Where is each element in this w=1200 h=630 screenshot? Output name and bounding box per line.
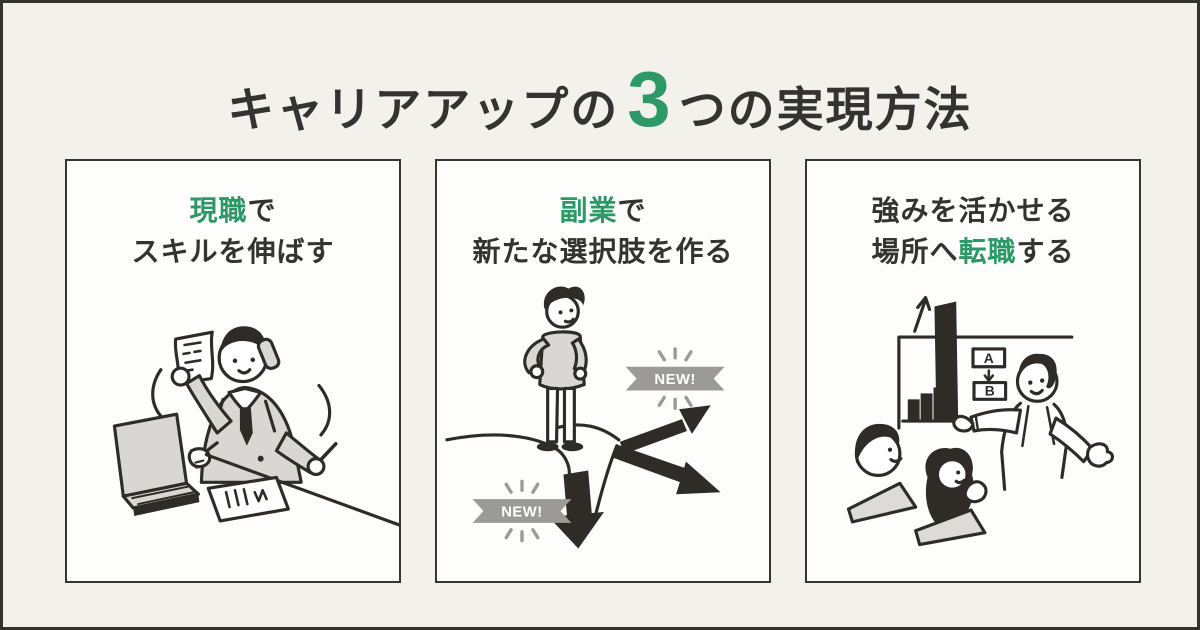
card-current-job: 現職で スキルを伸ばす [65, 159, 401, 583]
raised-hand [963, 480, 988, 504]
choice-arrows [548, 405, 721, 549]
motion-lines [151, 368, 332, 437]
cards-row: 現職で スキルを伸ばす [65, 159, 1141, 583]
right-leg [562, 386, 576, 444]
arrow-upper-right [619, 419, 687, 454]
shoe [536, 442, 559, 452]
title-rest: で [617, 195, 647, 226]
pointing-arm [969, 408, 1023, 435]
title-prefix: キャリアアップの [227, 83, 620, 137]
desk-edge [204, 453, 399, 527]
card-title-line1: 強みを活かせる [871, 195, 1075, 226]
down-arrow-icon [983, 369, 995, 382]
new-badge-label: NEW! [501, 504, 542, 520]
hand-with-pen [274, 431, 338, 477]
tall-bar [934, 301, 959, 422]
hair [543, 286, 585, 310]
typing-hand [187, 441, 219, 469]
box-b-label: B [985, 382, 995, 398]
presentation-illustration: A B [807, 277, 1139, 579]
paper-on-desk-icon [206, 475, 290, 523]
card-title-line2: 場所へ転職する [871, 236, 1074, 267]
new-badge: NEW! [625, 347, 725, 410]
hair [220, 326, 266, 354]
title-number-highlight: 3 [627, 55, 671, 144]
presenter-person [952, 353, 1115, 491]
arm-down [570, 337, 588, 373]
phone-receiver-icon [256, 337, 281, 371]
card-side-business: 副業で 新たな選択肢を作る [435, 159, 771, 583]
worker-head [217, 326, 269, 384]
page-title: キャリアアップの 3 つの実現方法 [3, 55, 1197, 144]
card-job-change: 強みを活かせる 場所へ転職する [805, 159, 1141, 583]
arrow-lower-right [612, 444, 692, 485]
card-current-job-title: 現職で スキルを伸ばす [73, 191, 393, 272]
card-title-line2: 新たな選択肢を作る [472, 235, 734, 267]
shoe [561, 442, 584, 452]
highlight-job-change: 転職 [958, 235, 1017, 267]
suit-torso [199, 385, 303, 484]
card-title-line1: 現職で [189, 195, 276, 226]
new-badge: NEW! [472, 479, 572, 543]
title-prefix-part: 場所へ [871, 235, 959, 267]
raised-arm [184, 374, 233, 435]
raised-fist [170, 366, 191, 387]
box-a-label: A [984, 350, 994, 366]
open-hand [1085, 442, 1115, 468]
shoulders [914, 508, 987, 547]
up-arrow-icon [913, 297, 928, 333]
a-to-b-diagram: A B [971, 347, 1008, 401]
pointing-hand [952, 414, 975, 433]
pen-icon [319, 442, 338, 462]
busy-worker-illustration [67, 277, 399, 579]
title-suffix-part: する [1016, 235, 1075, 267]
new-badge-label: NEW! [654, 372, 695, 388]
thinking-person [523, 286, 588, 452]
highlight-side-business: 副業 [559, 195, 618, 226]
card-side-business-title: 副業で 新たな選択肢を作る [443, 191, 763, 272]
necktie-icon [239, 407, 253, 446]
open-arm [1048, 416, 1095, 464]
highlight-current-job: 現職 [189, 195, 248, 226]
hair [1018, 353, 1057, 389]
card-title-line1: 副業で [559, 195, 646, 226]
laptop-icon [112, 412, 200, 516]
left-leg [546, 386, 560, 444]
card-title-line2: スキルを伸ばす [131, 235, 335, 267]
hair [855, 423, 900, 464]
arrow-down [563, 470, 593, 521]
card-job-change-title: 強みを活かせる 場所へ転職する [813, 191, 1133, 272]
shoulders [846, 481, 918, 524]
crossroads-illustration: NEW! NEW! [437, 277, 769, 579]
title-suffix: つの実現方法 [678, 83, 973, 137]
audience-woman [914, 447, 988, 547]
audience-man [846, 423, 918, 524]
title-rest: で [247, 195, 277, 226]
